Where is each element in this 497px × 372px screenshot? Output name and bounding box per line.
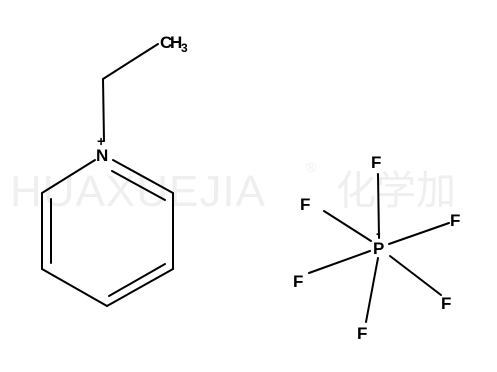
bond-n-c2 [41, 159, 96, 194]
fluorine-atom-lower-left: F [293, 272, 303, 291]
cation-bonds [41, 43, 174, 307]
watermark-registered: ® [306, 159, 317, 175]
bond-n-c6 [112, 159, 174, 194]
cation-atoms: N + C H 3 [96, 33, 188, 165]
fluorine-atom-upper-right: F [450, 211, 460, 230]
bond-p-f-upper-left [323, 210, 372, 242]
methyl-subscript: 3 [181, 41, 188, 55]
nitrogen-charge: + [97, 133, 105, 149]
nitrogen-atom: N [96, 146, 108, 165]
methyl-carbon: C [160, 33, 172, 52]
methyl-hydrogen: H [170, 33, 182, 52]
bond-p-f-upper-right [388, 222, 450, 245]
watermark-cjk: 化学加 [336, 168, 456, 214]
bond-c4-c5-double [108, 263, 166, 297]
phosphorus-atom: P [373, 239, 384, 258]
watermark-latin: HUAXUEJIA [10, 167, 266, 216]
phosphorus-charge: - [376, 225, 381, 241]
bond-p-f-bottom [365, 257, 379, 323]
bond-ch3-ch2 [102, 43, 159, 80]
fluorine-atom-top: F [371, 153, 381, 172]
fluorine-atom-upper-left: F [300, 195, 310, 214]
fluorine-atom-lower-right: F [441, 294, 451, 313]
fluorine-atom-bottom: F [357, 324, 367, 343]
bond-p-f-lower-left [308, 250, 371, 274]
bond-p-f-top [377, 173, 380, 239]
bond-p-f-lower-right [389, 255, 442, 296]
anion-atoms: P - F F F F F F [293, 153, 460, 343]
bond-c3-c4 [41, 268, 108, 307]
bond-c4-c5 [106, 268, 174, 307]
anion-bonds [308, 173, 450, 323]
watermark: HUAXUEJIA ® 化学加 [10, 159, 456, 216]
bond-n-c6-double [111, 170, 166, 201]
bond-ch2-n [102, 78, 105, 142]
